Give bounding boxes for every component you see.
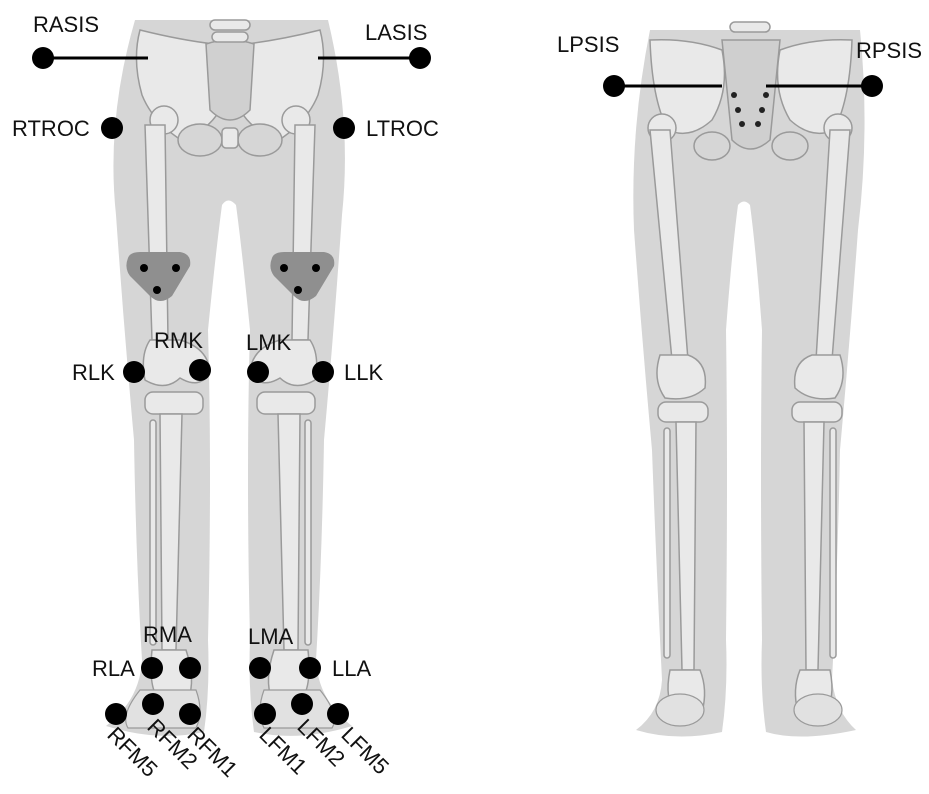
rma-label: RMA [143,622,192,647]
lma-marker [249,657,271,679]
lla-marker [299,657,321,679]
lpsis-marker [603,75,625,97]
llk-label: LLK [344,360,383,385]
rlk-label: RLK [72,360,115,385]
lma-label: LMA [248,624,294,649]
lfm5-marker [327,703,349,725]
rasis-marker [32,47,54,69]
rasis-label: RASIS [33,12,99,37]
rfm1-marker [179,703,201,725]
rfm2-marker [142,693,164,715]
rmk-marker [189,359,211,381]
back-lower-legs [658,402,842,712]
lasis-label: LASIS [365,20,427,45]
back-view: LPSIS RPSIS [557,22,922,737]
rpsis-label: RPSIS [856,38,922,63]
lmk-marker [247,361,269,383]
rtroc-marker [101,117,123,139]
rlk-marker [123,361,145,383]
front-view: RASIS LASIS RTROC LTROC RMK LMK RLK LLK … [12,12,439,782]
rfm5-marker [105,703,127,725]
front-lower-legs [145,392,315,700]
rla-marker [141,657,163,679]
llk-marker [312,361,334,383]
lpsis-label: LPSIS [557,32,619,57]
rtroc-label: RTROC [12,116,90,141]
rma-marker [179,657,201,679]
rmk-label: RMK [154,328,203,353]
lla-label: LLA [332,656,371,681]
back-feet [656,694,842,726]
lmk-label: LMK [246,330,292,355]
lfm2-marker [291,693,313,715]
rla-label: RLA [92,656,135,681]
rpsis-marker [861,75,883,97]
ltroc-marker [333,117,355,139]
ltroc-label: LTROC [366,116,439,141]
lasis-marker [409,47,431,69]
